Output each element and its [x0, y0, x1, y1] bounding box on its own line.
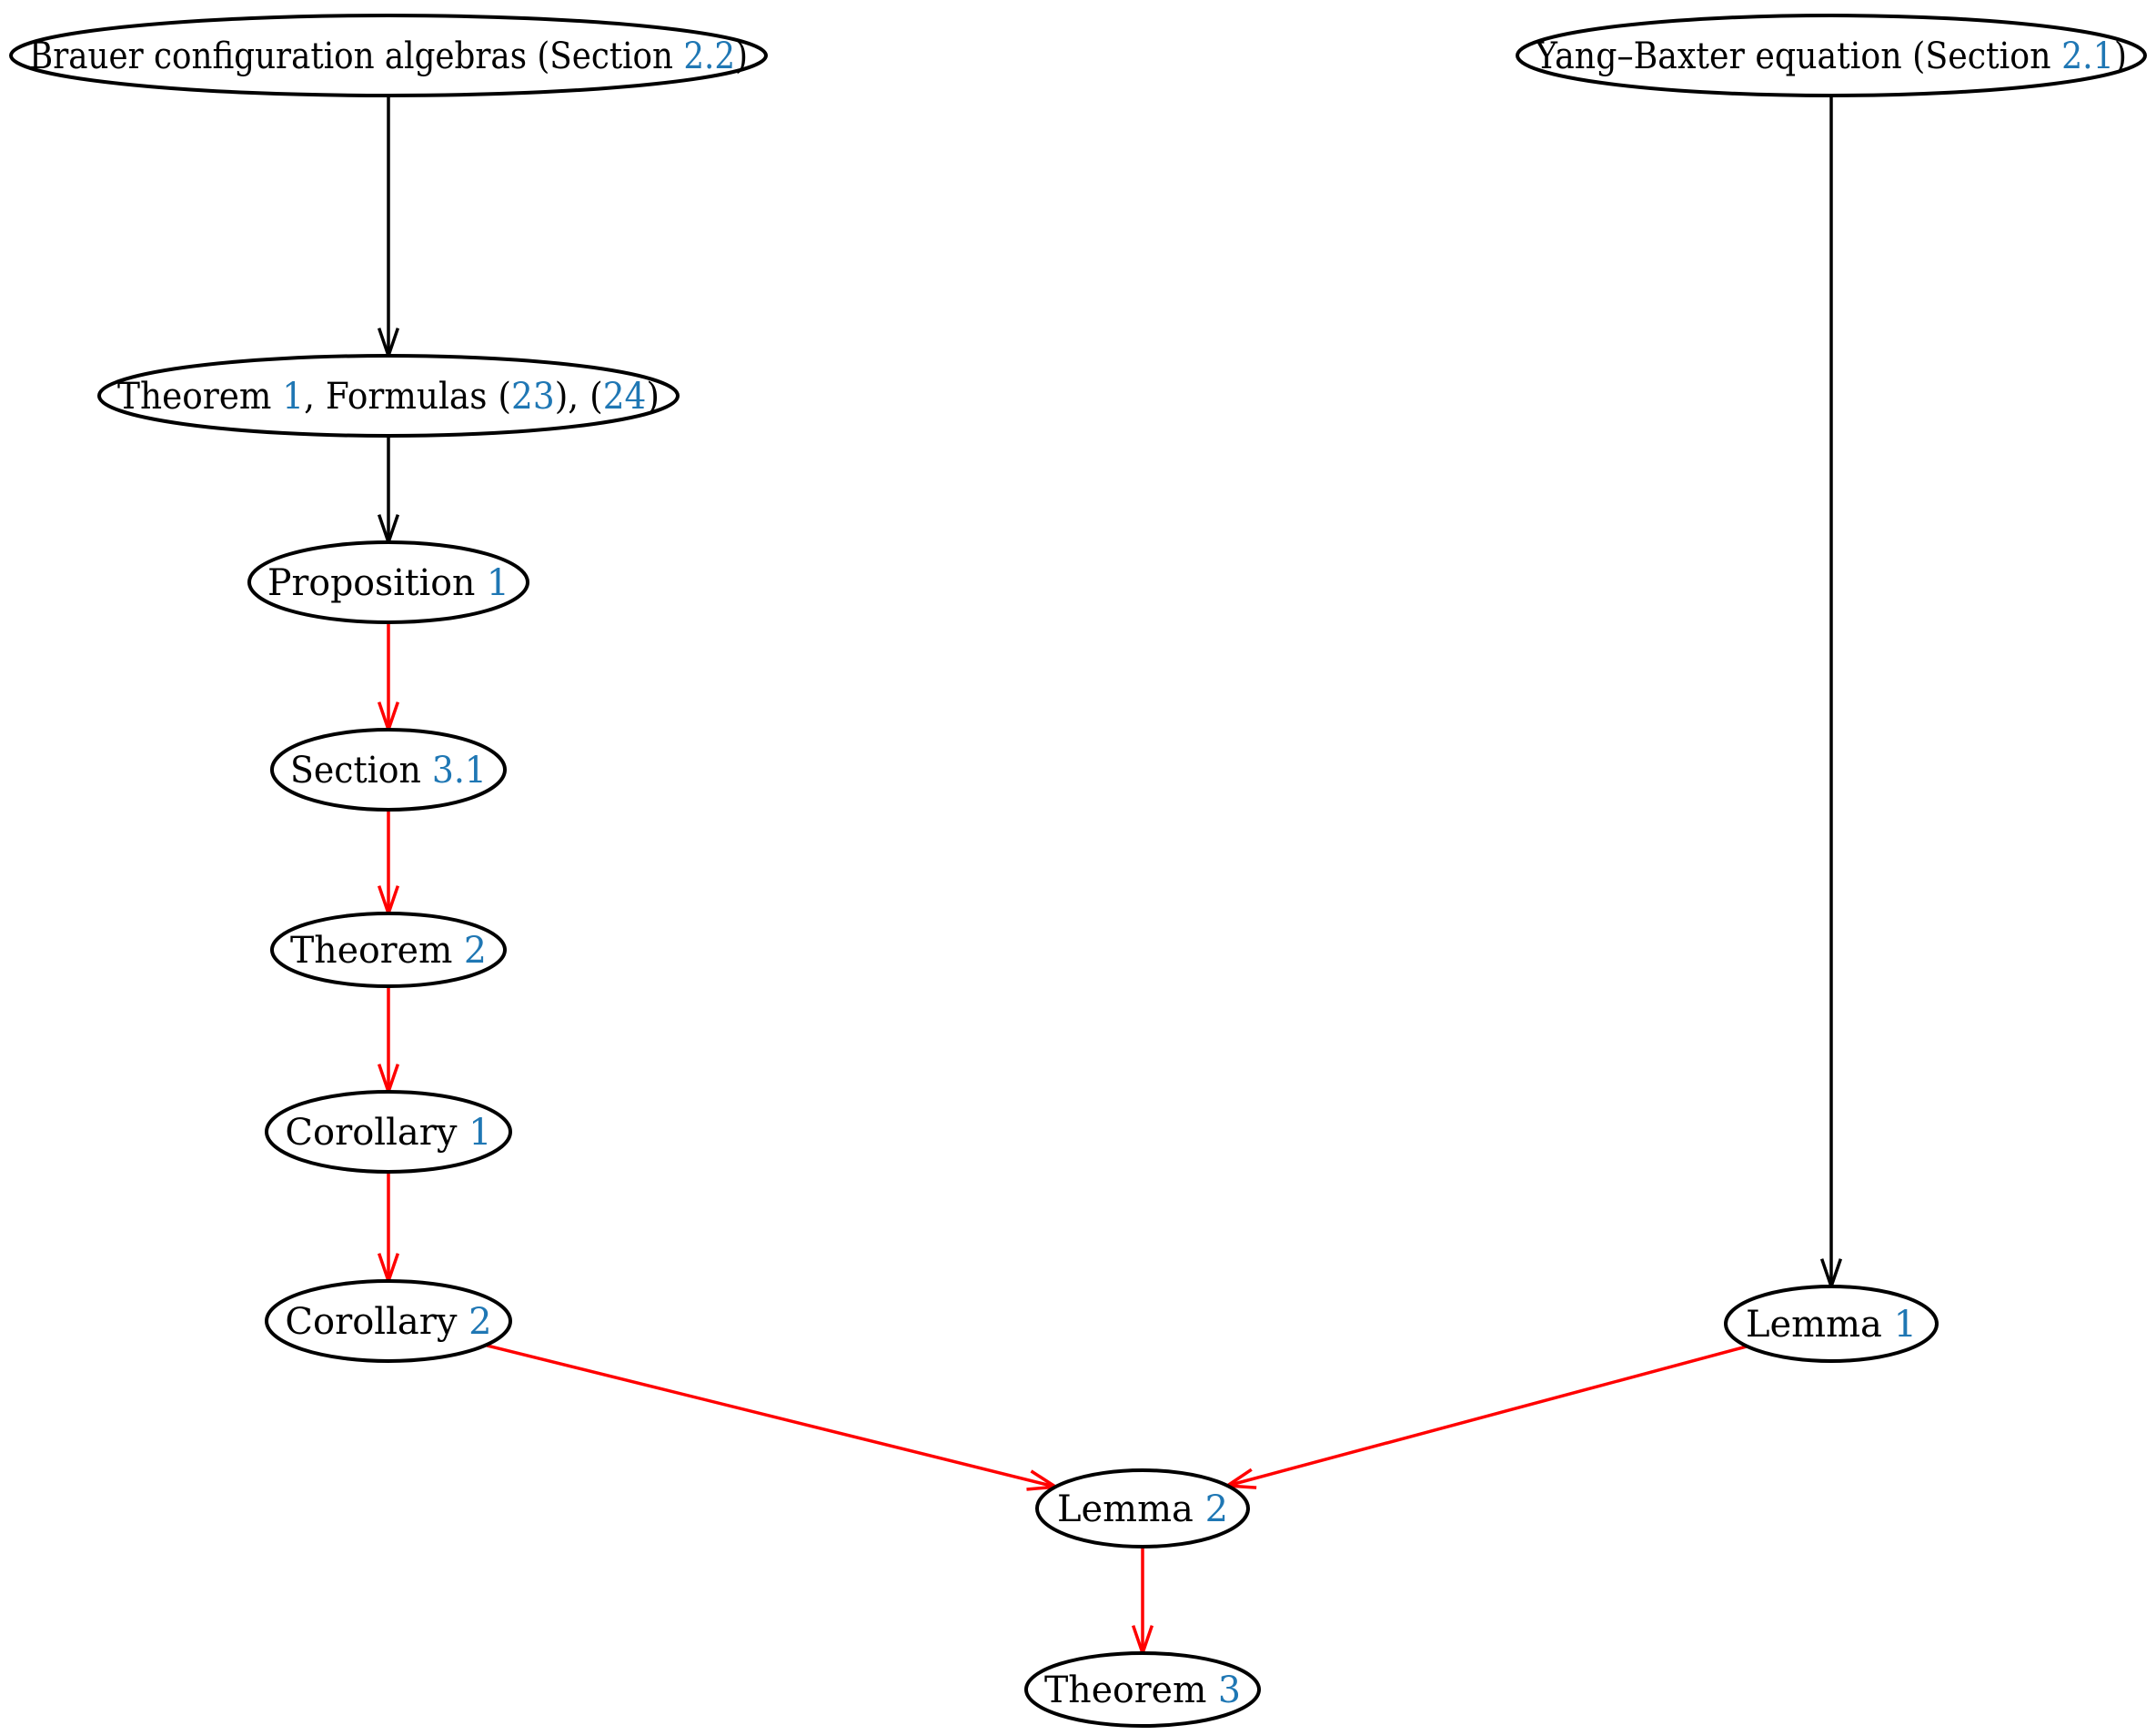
label-text: Corollary: [285, 1112, 468, 1154]
node-label: Lemma 2: [1057, 1488, 1228, 1530]
edge-sec31-to-thm2: [377, 810, 400, 919]
reference-number[interactable]: 2.1: [2061, 35, 2114, 77]
edge-lem2-to-thm3: [1131, 1547, 1154, 1659]
node-ellipse: [1024, 1651, 1261, 1728]
node-ellipse: [247, 540, 529, 624]
label-text: ): [735, 35, 748, 77]
node-ellipse: [265, 1090, 512, 1174]
reference-number[interactable]: 24: [603, 376, 647, 418]
node-yang: Yang–Baxter equation (Section 2.1): [1516, 14, 2147, 97]
node-ellipse: [9, 14, 768, 97]
label-text: ): [2114, 35, 2127, 77]
node-ellipse: [270, 728, 507, 812]
reference-number[interactable]: 3: [1218, 1669, 1241, 1711]
node-lem1: Lemma 1: [1724, 1285, 1939, 1363]
node-label: Brauer configuration algebras (Section 2…: [29, 35, 748, 77]
label-text: Theorem: [290, 930, 464, 972]
node-ellipse: [1724, 1285, 1939, 1363]
node-label: Corollary 1: [285, 1112, 491, 1154]
label-text: Brauer configuration algebras (Section: [29, 35, 683, 77]
label-text: ): [646, 376, 660, 418]
node-thm1: Theorem 1, Formulas (23), (24): [97, 354, 680, 438]
label-text: ), (: [555, 376, 603, 418]
reference-number[interactable]: 2: [468, 1301, 491, 1343]
node-label: Lemma 1: [1746, 1304, 1917, 1346]
node-cor2: Corollary 2: [265, 1279, 512, 1363]
node-lem2: Lemma 2: [1035, 1468, 1250, 1548]
label-text: Lemma: [1057, 1488, 1205, 1530]
node-ellipse: [265, 1279, 512, 1363]
node-brauer: Brauer configuration algebras (Section 2…: [9, 14, 768, 97]
node-label: Section 3.1: [290, 750, 487, 792]
reference-number[interactable]: 1: [1894, 1304, 1917, 1346]
node-thm2: Theorem 2: [270, 912, 507, 988]
node-label: Theorem 1, Formulas (23), (24): [117, 376, 660, 418]
reference-number[interactable]: 3.1: [432, 750, 487, 792]
label-text: Corollary: [285, 1301, 468, 1343]
edge-line: [1226, 1345, 1748, 1488]
edge-prop1-to-sec31: [377, 622, 400, 735]
reference-number[interactable]: 1: [468, 1112, 491, 1154]
node-ellipse: [1035, 1468, 1250, 1548]
label-text: Lemma: [1746, 1304, 1894, 1346]
edges-layer: [377, 96, 1843, 1659]
label-text: Proposition: [267, 562, 487, 604]
reference-number[interactable]: 2: [464, 930, 487, 972]
node-prop1: Proposition 1: [247, 540, 529, 624]
node-label: Theorem 2: [290, 930, 487, 972]
node-cor1: Corollary 1: [265, 1090, 512, 1174]
node-ellipse: [270, 912, 507, 988]
label-text: Section: [290, 750, 432, 792]
reference-number[interactable]: 23: [511, 376, 555, 418]
edge-lem1-to-lem2: [1223, 1345, 1748, 1489]
label-text: Theorem: [1044, 1669, 1218, 1711]
reference-number[interactable]: 1: [487, 562, 509, 604]
node-sec31: Section 3.1: [270, 728, 507, 812]
edge-cor2-to-lem2: [485, 1343, 1061, 1491]
label-text: Theorem: [117, 376, 282, 418]
label-text: , Formulas (: [304, 376, 511, 418]
node-label: Theorem 3: [1044, 1669, 1241, 1711]
node-label: Proposition 1: [267, 562, 509, 604]
node-label: Yang–Baxter equation (Section 2.1): [1535, 35, 2127, 77]
edge-thm2-to-cor1: [377, 986, 400, 1097]
reference-number[interactable]: 2: [1205, 1488, 1228, 1530]
node-ellipse: [1516, 14, 2147, 97]
node-ellipse: [97, 354, 680, 438]
reference-number[interactable]: 2.2: [683, 35, 735, 77]
edge-thm1-to-prop1: [377, 436, 400, 548]
node-thm3: Theorem 3: [1024, 1651, 1261, 1728]
nodes-layer: Brauer configuration algebras (Section 2…: [9, 14, 2147, 1728]
label-text: Yang–Baxter equation (Section: [1535, 35, 2061, 77]
node-label: Corollary 2: [285, 1301, 491, 1343]
edge-brauer-to-thm1: [377, 96, 400, 361]
edge-line: [485, 1343, 1056, 1488]
edge-cor1-to-cor2: [377, 1172, 400, 1286]
reference-number[interactable]: 1: [282, 376, 304, 418]
edge-yang-to-lem1: [1819, 96, 1843, 1292]
